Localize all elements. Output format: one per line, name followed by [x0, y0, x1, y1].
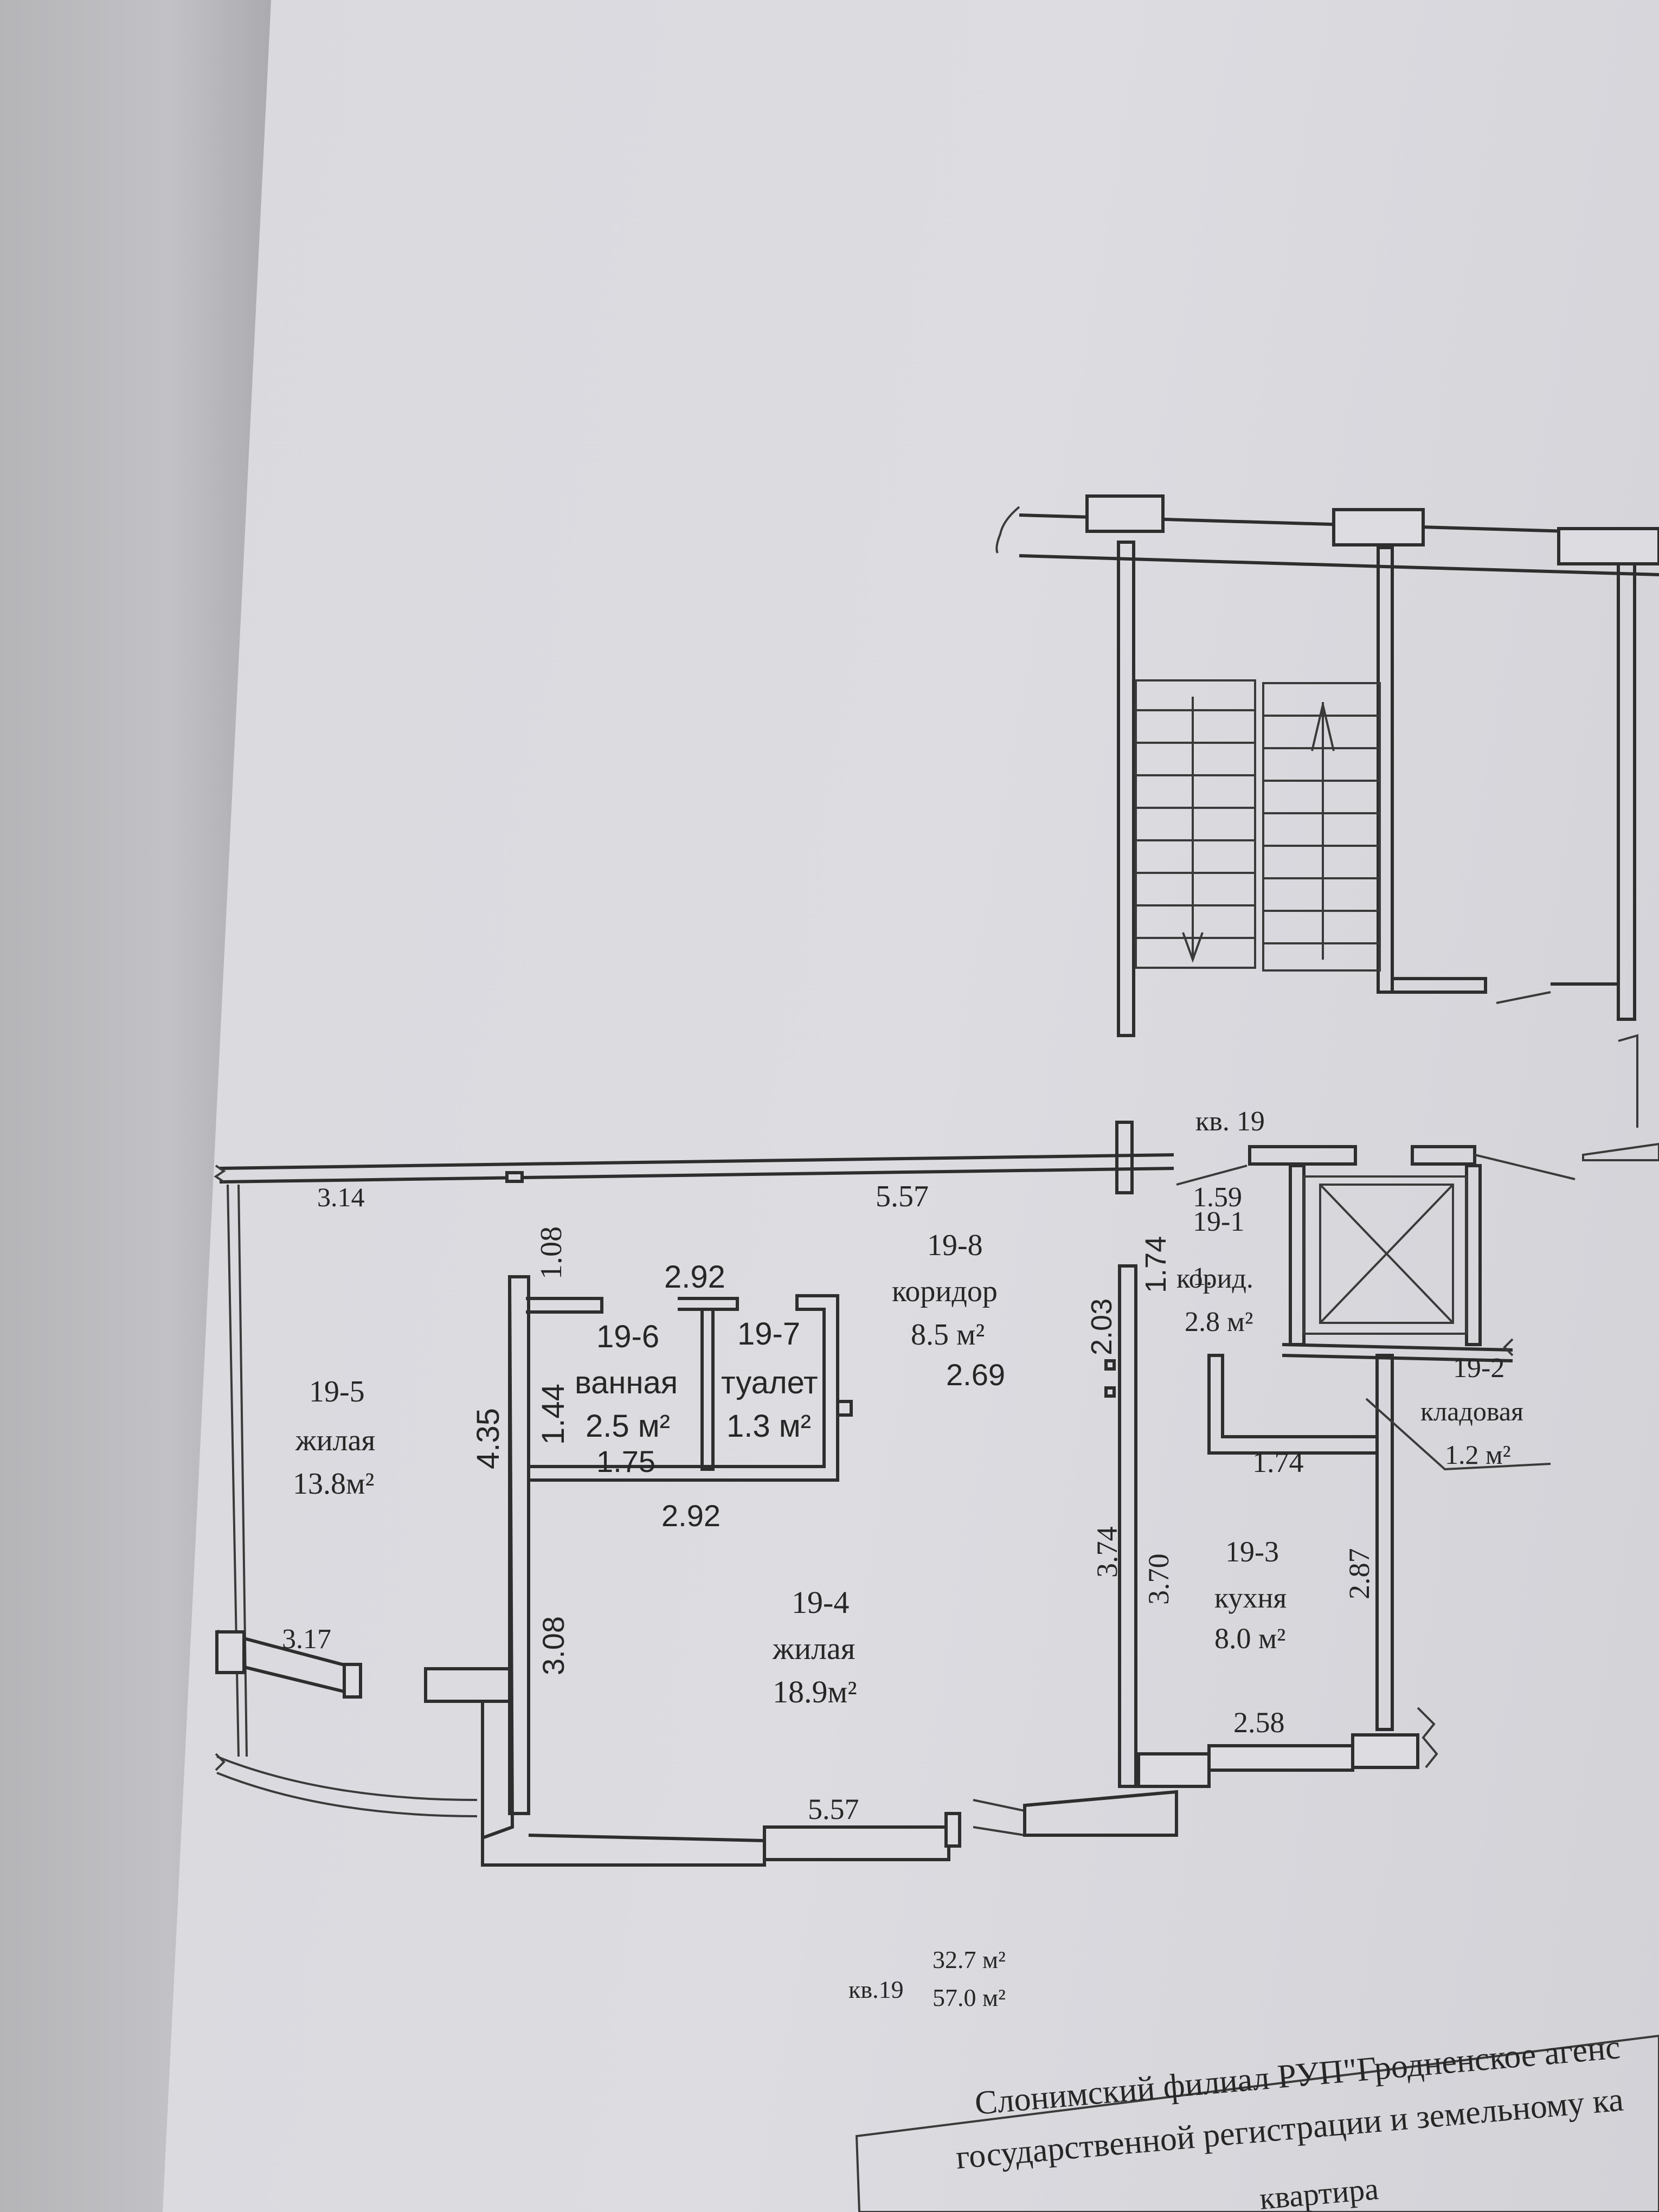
dim-label: 1.74 [1140, 1236, 1172, 1293]
room-19-7-id: 19-7 [737, 1316, 800, 1352]
room-19-6-area: 2.5 м² [586, 1409, 670, 1444]
room-19-5-name: жилая [295, 1424, 375, 1457]
apartment-label: кв. 19 [1195, 1106, 1265, 1137]
room-19-4-area: 18.9м² [773, 1674, 857, 1709]
living-area: 32.7 м² [933, 1946, 1006, 1973]
dim-label: 3.74 [1091, 1527, 1123, 1578]
room-19-5-area: 13.8м² [293, 1467, 374, 1501]
stairwell [995, 494, 1659, 1037]
dim-label: 1.75 [596, 1444, 655, 1478]
total-area: 57.0 м² [933, 1984, 1006, 2011]
room-19-3-area: 8.0 м² [1214, 1622, 1285, 1655]
room-19-5-id: 19-5 [309, 1375, 365, 1409]
dim-label: 4.35 [471, 1408, 506, 1469]
dim-label: 3.14 [317, 1182, 365, 1212]
room-19-6-id: 19-6 [596, 1319, 659, 1354]
room-19-3-name: кухня [1214, 1581, 1287, 1614]
dim-label: 5.57 [876, 1180, 929, 1213]
dim-label: 1.59 [1193, 1182, 1242, 1213]
dim-label: 3.70 [1142, 1554, 1175, 1605]
room-19-2-id: 19-2 [1453, 1353, 1504, 1384]
room-19-4-id: 19-4 [792, 1585, 849, 1620]
room-19-2-area: 1.2 м² [1445, 1439, 1511, 1470]
dim-label: 1. [1193, 1262, 1212, 1291]
room-19-4-name: жилая [772, 1631, 855, 1666]
room-19-7-area: 1.3 м² [726, 1409, 811, 1444]
footer-line-3: квартира [1258, 2171, 1380, 2212]
footer-stamp: Слонимский филиал РУП"Гродненское агенс … [855, 2029, 1659, 2212]
room-19-7-name: туалет [721, 1365, 818, 1400]
dim-label: 2.87 [1343, 1548, 1375, 1600]
room-19-6-name: ванная [575, 1365, 678, 1400]
room-19-1-id: 19-1 [1193, 1206, 1244, 1237]
room-19-8-name: коридор [892, 1275, 998, 1308]
room-labels: кв. 19 19-1 корид. 2.8 м² 19-2 кладовая … [293, 1106, 1523, 1709]
summary-label: кв.19 [848, 1976, 904, 2003]
room-19-2-name: кладовая [1420, 1396, 1523, 1426]
dim-label: 1.74 [1252, 1446, 1304, 1478]
room-19-1-area: 2.8 м² [1185, 1307, 1253, 1338]
dim-label: 2.69 [946, 1358, 1005, 1392]
dimension-labels: 3.14 5.57 1.08 2.92 4.35 1.44 1.75 2.92 … [282, 1180, 1375, 1825]
area-summary: кв.19 32.7 м² 57.0 м² [848, 1946, 1006, 2011]
room-19-8-id: 19-8 [927, 1229, 983, 1262]
dim-label: 1.08 [535, 1226, 568, 1279]
dim-label: 5.57 [808, 1793, 859, 1825]
room-19-1-name: корид. [1176, 1263, 1253, 1294]
apartment-walls [214, 1034, 1659, 1867]
dim-label: 2.92 [661, 1499, 721, 1533]
room-19-3-id: 19-3 [1225, 1535, 1279, 1568]
dim-label: 2.92 [664, 1259, 725, 1295]
dim-label: 3.17 [282, 1624, 331, 1655]
dim-label: 3.08 [536, 1616, 570, 1675]
dim-label: 1.44 [536, 1384, 571, 1445]
room-19-8-area: 8.5 м² [911, 1318, 985, 1352]
dim-label: 2.58 [1233, 1706, 1285, 1739]
dim-label: 2.03 [1085, 1298, 1118, 1355]
